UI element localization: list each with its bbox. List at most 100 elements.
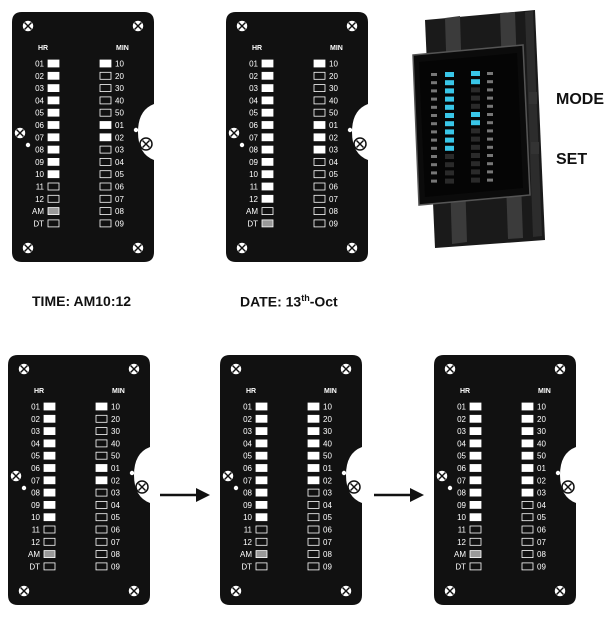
hour-label: 05 <box>457 452 466 461</box>
minute-label: 40 <box>323 439 332 448</box>
hour-label: 07 <box>249 133 258 142</box>
minute-label: 05 <box>329 170 338 179</box>
watch-led-label <box>431 97 437 101</box>
minute-led <box>99 71 112 80</box>
minute-label: 50 <box>111 452 120 461</box>
minute-label: 07 <box>537 538 546 547</box>
hour-label: 08 <box>457 489 466 498</box>
watch-led <box>471 120 480 126</box>
screw-icon <box>127 584 141 598</box>
minute-led <box>307 402 320 411</box>
screw-icon <box>345 19 359 33</box>
hour-label: 06 <box>249 121 258 130</box>
watch-led-label <box>487 96 493 100</box>
hr-header: HR <box>460 388 470 395</box>
minute-led <box>95 488 108 497</box>
minute-led <box>99 194 112 203</box>
hour-label: 12 <box>35 195 44 204</box>
hour-led <box>47 194 60 203</box>
hour-label: AM <box>454 550 466 559</box>
watch-led <box>471 112 480 117</box>
hour-label: 08 <box>35 146 44 155</box>
hour-led <box>261 96 274 105</box>
watch-led <box>445 145 454 151</box>
minute-led <box>313 133 326 142</box>
minute-led <box>99 170 112 179</box>
minute-led <box>95 550 108 559</box>
hour-label: 04 <box>31 439 40 448</box>
minute-led <box>307 439 320 448</box>
minute-led <box>313 219 326 228</box>
minute-led <box>99 207 112 216</box>
minute-label: 30 <box>115 84 124 93</box>
minute-label: 07 <box>329 195 338 204</box>
hour-led <box>47 207 60 216</box>
screw-icon <box>131 241 145 255</box>
min-header: MIN <box>116 45 129 52</box>
hour-led <box>255 476 268 485</box>
minute-label: 40 <box>329 96 338 105</box>
minute-label: 50 <box>537 452 546 461</box>
hr-header: HR <box>252 45 262 52</box>
hour-led <box>43 537 56 546</box>
hour-led <box>261 133 274 142</box>
minute-led <box>95 451 108 460</box>
watch-led-label <box>431 114 437 117</box>
minute-led <box>313 84 326 92</box>
minute-led <box>521 439 534 448</box>
minute-label: 40 <box>115 96 124 105</box>
hour-label: DT <box>247 219 258 228</box>
minute-label: 01 <box>329 121 338 130</box>
minute-label: 02 <box>537 476 546 485</box>
watch-led <box>471 95 480 101</box>
date-caption-sup: th <box>301 293 310 303</box>
minute-label: 04 <box>537 501 546 510</box>
minute-label: 06 <box>537 526 546 535</box>
minute-label: 40 <box>537 439 546 448</box>
hour-label: 01 <box>35 60 44 69</box>
hour-label: 05 <box>243 452 252 461</box>
hour-label: 07 <box>457 476 466 485</box>
minute-label: 05 <box>111 513 120 522</box>
hour-label: AM <box>32 207 44 216</box>
minute-led <box>313 182 326 191</box>
hour-label: 01 <box>249 60 258 69</box>
hour-label: 12 <box>457 538 466 547</box>
minute-label: 09 <box>323 562 332 571</box>
screw-icon <box>17 362 31 376</box>
minute-label: 10 <box>115 60 124 69</box>
minute-led <box>307 464 320 472</box>
face-body <box>226 12 368 262</box>
hour-label: 08 <box>249 146 258 155</box>
minute-label: 04 <box>329 158 338 167</box>
watch-led <box>445 96 454 102</box>
hour-led <box>43 451 56 460</box>
hour-label: 03 <box>31 427 40 436</box>
watch-led <box>471 169 480 175</box>
hour-label: DT <box>241 562 252 571</box>
watch-led <box>445 80 454 86</box>
hour-led <box>47 84 60 92</box>
min-header: MIN <box>324 388 337 395</box>
watch-led <box>471 79 480 85</box>
minute-label: 09 <box>115 219 124 228</box>
hour-led <box>469 414 482 423</box>
hour-led <box>469 427 482 435</box>
hour-led <box>469 464 482 472</box>
watch-led-label <box>431 171 437 175</box>
watch-led-label <box>487 72 493 75</box>
screw-icon <box>229 584 243 598</box>
minute-led <box>307 427 320 435</box>
minute-led <box>307 500 320 509</box>
minute-label: 30 <box>329 84 338 93</box>
hour-label: 07 <box>35 133 44 142</box>
hour-label: 01 <box>457 403 466 412</box>
watch-led <box>445 154 454 159</box>
screw-icon <box>227 126 241 140</box>
minute-led <box>521 513 534 522</box>
minute-label: 10 <box>111 403 120 412</box>
watch-led-label <box>431 179 437 183</box>
minute-label: 01 <box>115 121 124 130</box>
watch-led <box>445 113 454 118</box>
